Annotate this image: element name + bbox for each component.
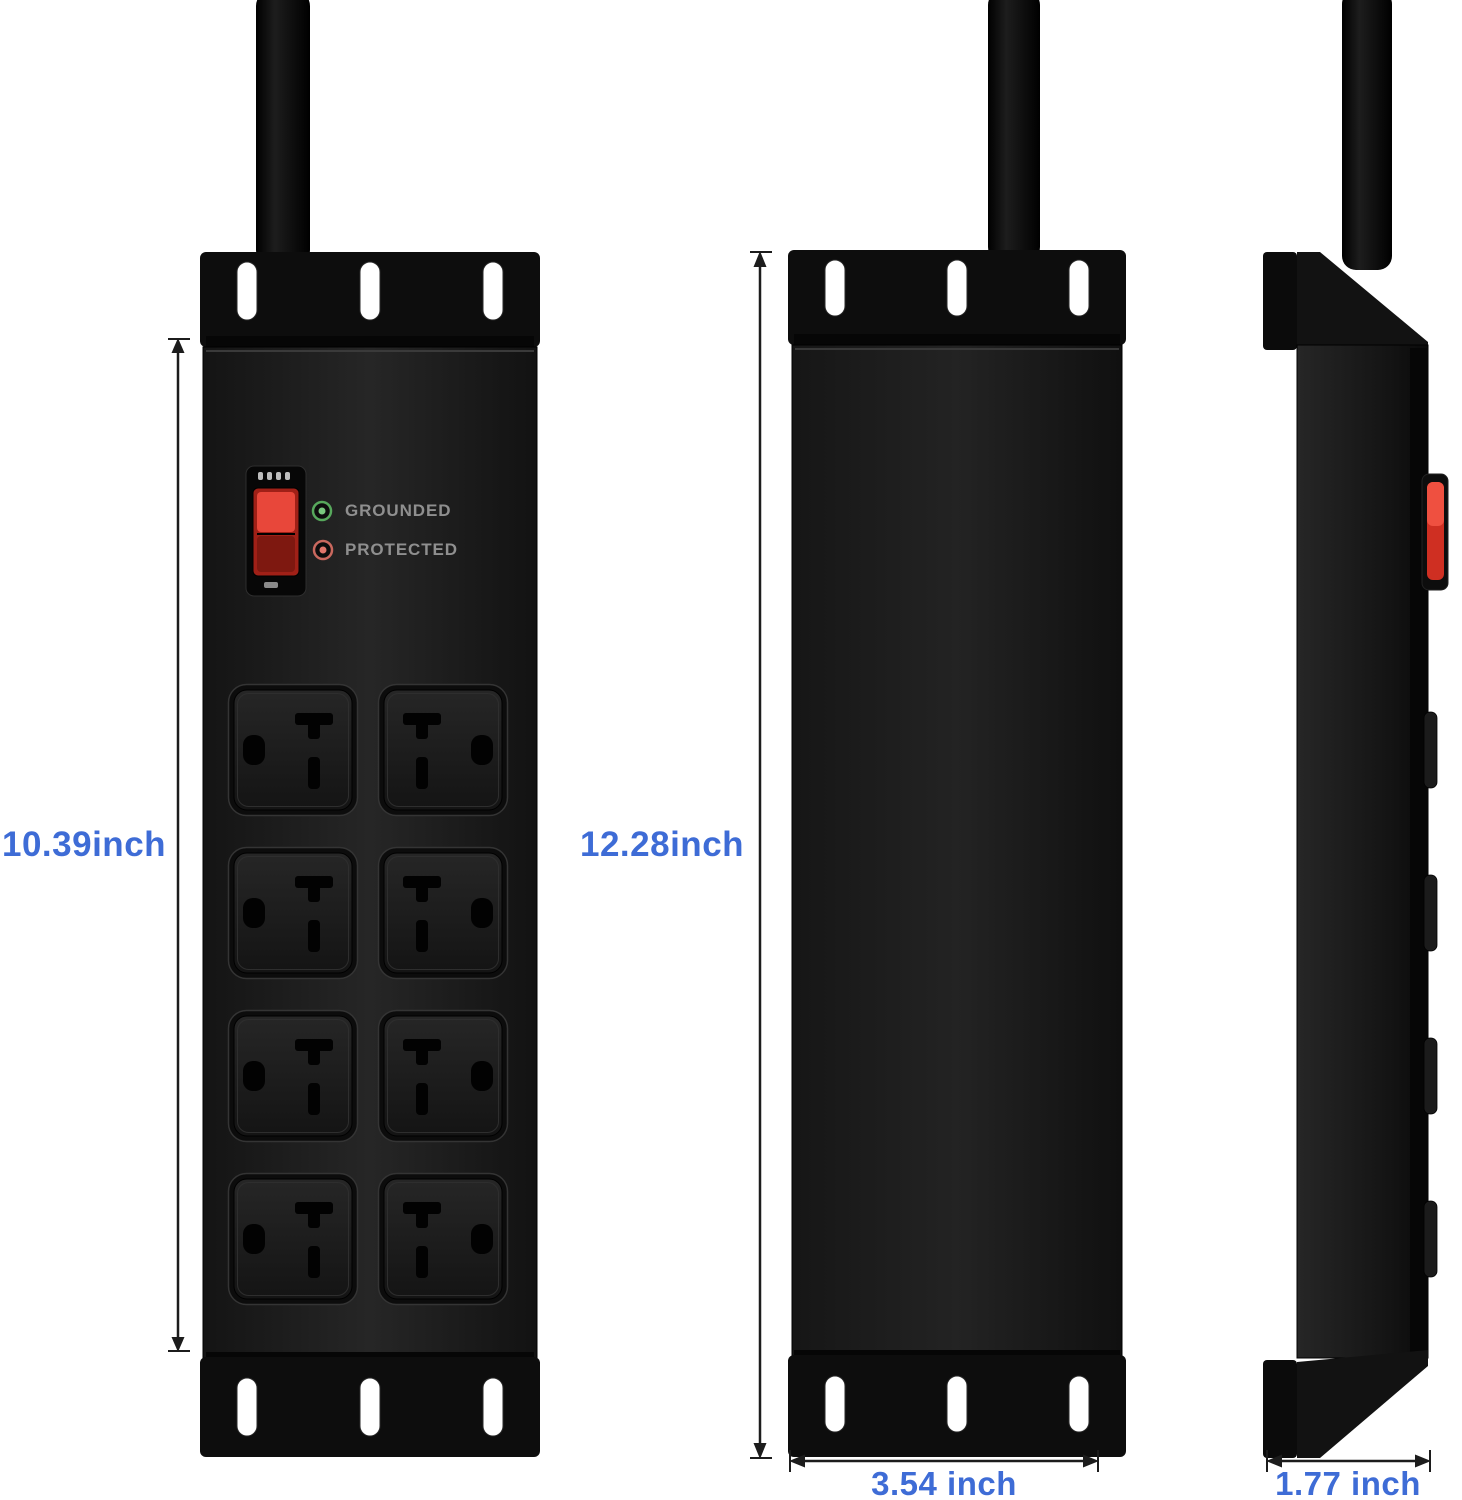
power-cord [1342, 0, 1392, 270]
mounting-bracket-top [200, 252, 540, 348]
outlet [377, 683, 509, 817]
protected-label: PROTECTED [345, 540, 458, 559]
mounting-slot [946, 259, 968, 317]
outlet [377, 846, 509, 980]
side-view [1263, 0, 1449, 1458]
outlet [227, 846, 359, 980]
front-height-arrow [168, 338, 190, 1352]
width-dimension-label: 3.54 inch [871, 1465, 1017, 1500]
mounting-bracket-bottom [200, 1352, 540, 1457]
mounting-slot [946, 1375, 968, 1433]
mounting-bracket-top [1263, 252, 1428, 358]
outlet [227, 683, 359, 817]
mounting-bracket-bottom [1263, 1350, 1428, 1458]
outlet [227, 1009, 359, 1143]
depth-arrow [1266, 1450, 1431, 1472]
mounting-slot [359, 1377, 381, 1437]
power-switch [245, 465, 307, 597]
power-cord [256, 0, 310, 266]
outlet-edge-profile [1423, 711, 1438, 1278]
mounting-slot [482, 261, 504, 321]
front-view [200, 0, 540, 1457]
strip-body-back [791, 344, 1123, 1358]
depth-dimension-label: 1.77 inch [1275, 1465, 1421, 1500]
overall-height-dimension-label: 12.28inch [580, 825, 745, 864]
mounting-bracket-top [788, 250, 1126, 345]
back-view [788, 0, 1126, 1457]
front-height-dimension-label: 10.39inch [2, 825, 167, 864]
mounting-slot [1068, 259, 1090, 317]
power-switch-side [1421, 473, 1449, 591]
mounting-slot [236, 261, 258, 321]
mounting-slot [482, 1377, 504, 1437]
outlet [377, 1172, 509, 1306]
grounded-label: GROUNDED [345, 501, 452, 520]
protected-indicator-light [312, 539, 334, 561]
strip-body-side [1296, 344, 1429, 1359]
power-cord [988, 0, 1040, 262]
mounting-slot [359, 261, 381, 321]
mounting-slot [1068, 1375, 1090, 1433]
mounting-slot [824, 1375, 846, 1433]
mounting-slot [236, 1377, 258, 1437]
overall-height-arrow [750, 251, 772, 1459]
outlet [377, 1009, 509, 1143]
mounting-slot [824, 259, 846, 317]
grounded-indicator-light [311, 500, 333, 522]
width-arrow [789, 1450, 1099, 1472]
mounting-bracket-bottom [788, 1350, 1126, 1457]
dimension-arrows [168, 251, 1431, 1472]
outlet [227, 1172, 359, 1306]
